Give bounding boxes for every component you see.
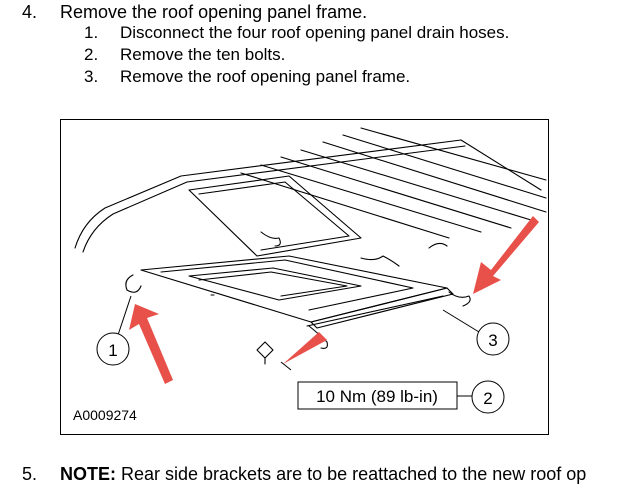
step-4: 4. Remove the roof opening panel frame. xyxy=(22,1,367,23)
step-5-text: Rear side brackets are to be reattached … xyxy=(116,464,587,484)
torque-label: 10 Nm (89 lb-in) xyxy=(316,387,438,406)
substep-item: 2. Remove the ten bolts. xyxy=(84,44,509,66)
callout-2: 2 xyxy=(483,389,492,408)
note-label: NOTE: xyxy=(60,464,116,484)
figure-id: A0009274 xyxy=(73,407,137,423)
substep-list: 1. Disconnect the four roof opening panel… xyxy=(84,22,509,88)
callout-3: 3 xyxy=(488,331,497,350)
substep-number: 1. xyxy=(84,23,99,42)
substep-text: Remove the ten bolts. xyxy=(120,45,286,64)
callout-1: 1 xyxy=(108,341,117,360)
substep-number: 3. xyxy=(84,67,99,86)
step-5-number: 5. xyxy=(22,464,38,484)
substep-item: 3. Remove the roof opening panel frame. xyxy=(84,66,509,88)
roof-panel-illustration: 1 3 2 10 Nm (89 lb-in) A0009274 xyxy=(60,119,549,435)
substep-number: 2. xyxy=(84,45,99,64)
step-4-number: 4. xyxy=(22,2,38,22)
illustration-drawing: 1 3 2 10 Nm (89 lb-in) A0009274 xyxy=(73,127,547,423)
step-5: 5. NOTE: Rear side brackets are to be rea… xyxy=(22,463,586,485)
substep-text: Remove the roof opening panel frame. xyxy=(120,67,411,86)
substep-item: 1. Disconnect the four roof opening panel… xyxy=(84,22,509,44)
substep-text: Disconnect the four roof opening panel d… xyxy=(120,23,510,42)
step-4-text: Remove the roof opening panel frame. xyxy=(60,2,368,22)
